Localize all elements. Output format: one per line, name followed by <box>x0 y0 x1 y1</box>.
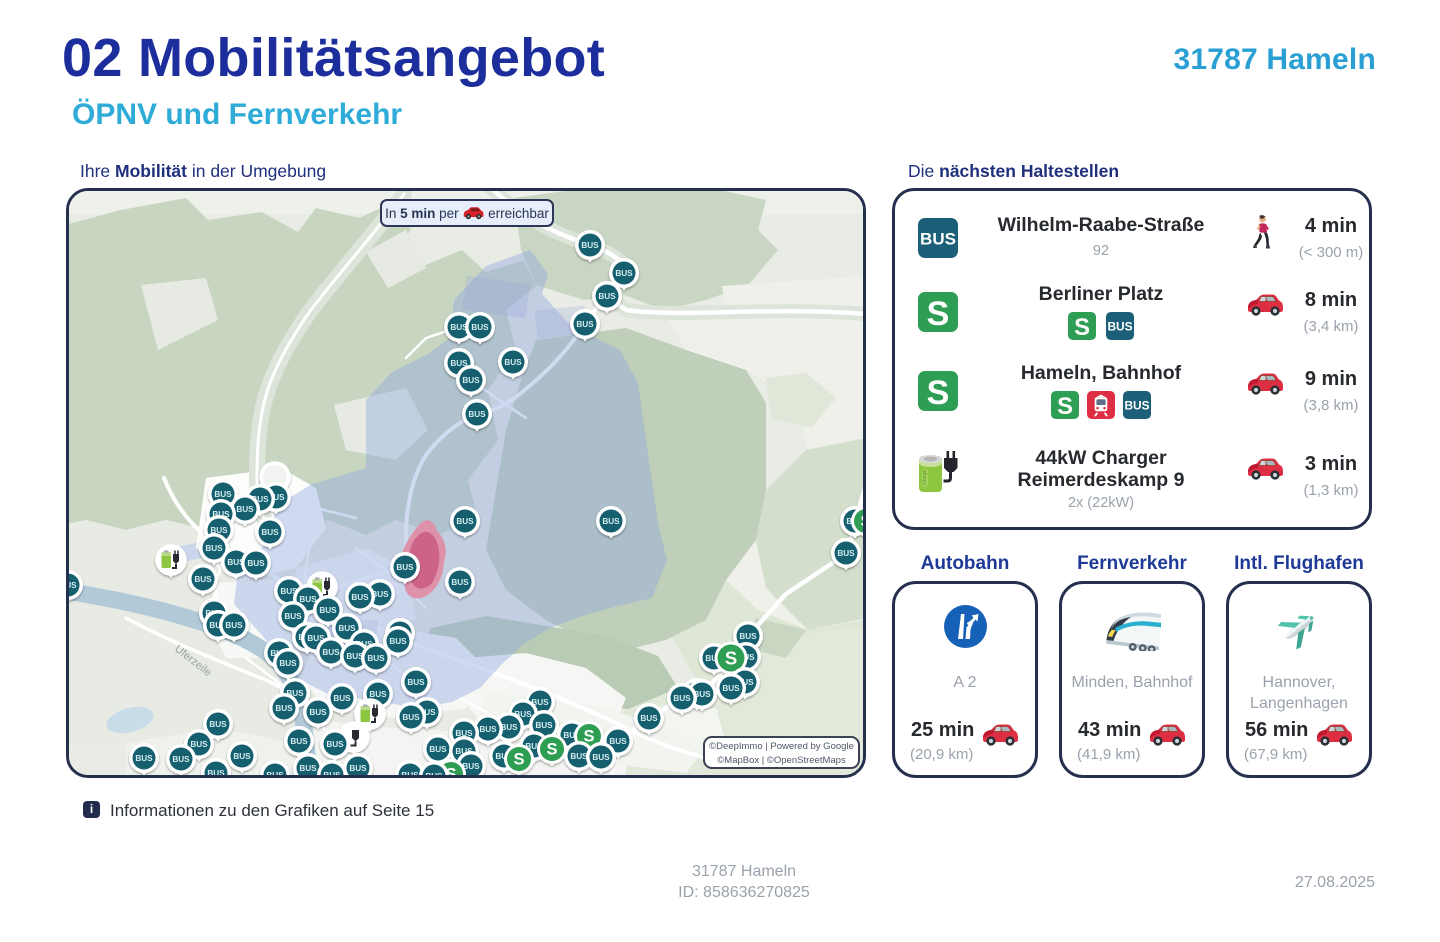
svg-text:S: S <box>1057 393 1073 419</box>
svg-text:BUS: BUS <box>1107 320 1132 334</box>
svg-text:BUS: BUS <box>1124 399 1149 413</box>
svg-text:S: S <box>927 295 950 332</box>
svg-text:S: S <box>1074 314 1090 340</box>
svg-text:charge: charge <box>922 469 928 485</box>
svg-text:S: S <box>927 374 950 411</box>
svg-text:BUS: BUS <box>920 230 956 249</box>
